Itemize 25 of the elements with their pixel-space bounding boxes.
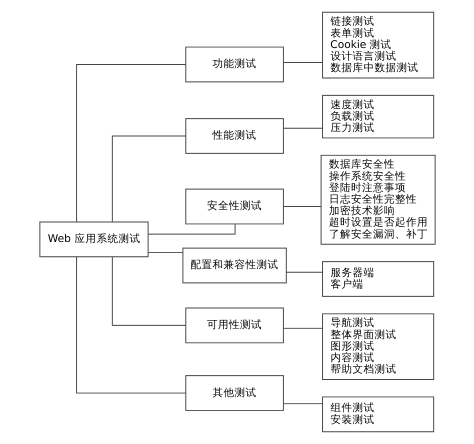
connector xyxy=(111,256,186,326)
connector xyxy=(282,62,322,64)
connector xyxy=(76,256,186,394)
connector xyxy=(76,64,186,222)
node-box: 数据库安全性 操作系统安全性 登陆时注意事项 日志安全性完整性 加密技术影响 超时设置是否起作用 了解安全漏洞、补丁 xyxy=(320,154,436,245)
node-box: 功能测试 xyxy=(184,46,284,82)
connector xyxy=(111,136,186,222)
connector xyxy=(147,252,183,253)
connector xyxy=(282,328,322,329)
connector xyxy=(285,272,322,273)
node-box: 导航测试 整体界面测试 图形测试 内容测试 帮助文档测试 xyxy=(322,313,434,380)
node-box: 性能测试 xyxy=(184,118,284,154)
node-box: 安全性测试 xyxy=(184,188,284,224)
node-box: 链接测试 表单测试 Cookie 测试 设计语言测试 数据库中数据测试 xyxy=(322,12,434,78)
node-box: 配置和兼容性测试 xyxy=(182,248,286,284)
connector xyxy=(282,403,322,404)
node-box: 其他测试 xyxy=(184,375,284,411)
node-box: 服务器端 客户端 xyxy=(322,261,434,297)
connector xyxy=(282,128,322,129)
node-box: 速度测试 负载测试 压力测试 xyxy=(322,94,434,138)
connector xyxy=(147,224,236,235)
node-box: 组件测试 安装测试 xyxy=(322,396,434,432)
node-box: Web 应用系统测试 xyxy=(38,222,148,258)
node-box: 可用性测试 xyxy=(184,308,284,344)
connector xyxy=(282,206,321,208)
